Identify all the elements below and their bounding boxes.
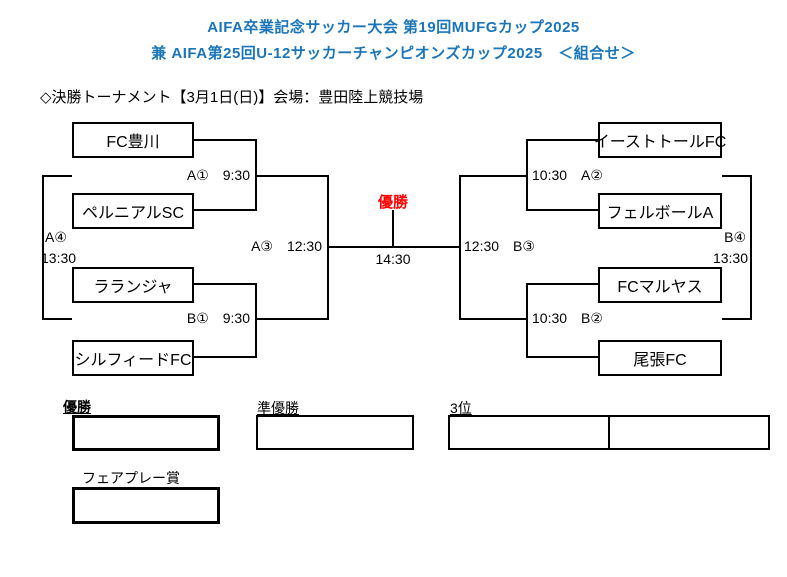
runner-up-label: 準優勝	[257, 400, 299, 416]
bracket-line	[526, 283, 598, 285]
bracket-line	[459, 175, 528, 177]
bracket-line	[42, 175, 72, 177]
bracket-line	[42, 175, 44, 320]
bracket-line	[459, 175, 461, 320]
bracket-line	[255, 318, 329, 320]
match-label-a3: A③ 12:30	[251, 238, 322, 254]
bracket-line	[526, 283, 528, 358]
match-time-b4: 13:30	[712, 250, 748, 266]
final-time-label: 14:30	[375, 251, 411, 267]
bracket-line	[526, 139, 528, 211]
match-label-a4: A④	[45, 229, 67, 245]
bracket-line	[750, 175, 752, 320]
third-place-box	[448, 415, 770, 450]
page-title-line2: 兼 AIFA第25回U-12サッカーチャンピオンズカップ2025 ＜組合せ＞	[151, 45, 636, 62]
match-label-a2: 10:30 A②	[532, 167, 603, 183]
bracket-line	[526, 139, 598, 141]
match-label-b1: B① 9:30	[186, 310, 250, 326]
team-box-owari-fc: 尾張FC	[598, 340, 722, 376]
bracket-line	[194, 139, 257, 141]
team-name: フェルボールA	[606, 205, 714, 222]
bracket-line	[459, 318, 528, 320]
third-place-cell-left	[450, 417, 609, 448]
fair-play-box	[72, 487, 220, 524]
bracket-subtitle: ◇決勝トーナメント【3月1日(日)】会場：豊田陸上競技場	[40, 89, 424, 106]
team-box-pernial-sc: ペルニアルSC	[72, 193, 194, 229]
winner-label: 優勝	[63, 399, 91, 415]
team-box-fervor-a: フェルボールA	[598, 193, 722, 229]
team-name: FCマルヤス	[617, 279, 703, 296]
match-time-a4: 13:30	[41, 250, 77, 266]
team-name: イーストトールFC	[593, 134, 727, 151]
team-name: シルフィードFC	[74, 352, 192, 369]
team-box-fc-maruyasu: FCマルヤス	[598, 267, 722, 303]
team-name: ペルニアルSC	[81, 205, 185, 222]
match-label-b2: 10:30 B②	[532, 310, 603, 326]
final-line	[327, 246, 461, 248]
team-box-easttoll-fc: イーストトールFC	[594, 122, 726, 158]
match-label-b3: 12:30 B③	[464, 238, 535, 254]
bracket-line	[526, 356, 598, 358]
winner-box	[72, 415, 220, 451]
bracket-line	[194, 209, 257, 211]
match-label-b4: B④	[724, 229, 746, 245]
team-box-sylphid-fc: シルフィードFC	[72, 340, 194, 376]
champion-label: 優勝	[377, 194, 408, 211]
runner-up-box	[256, 415, 414, 450]
bracket-line	[526, 209, 598, 211]
bracket-line	[722, 318, 752, 320]
bracket-line	[194, 356, 257, 358]
team-name: 尾張FC	[633, 352, 687, 369]
page-title-line1: AIFA卒業記念サッカー大会 第19回MUFGカップ2025	[207, 19, 580, 36]
fair-play-label: フェアプレー賞	[82, 470, 180, 486]
third-place-cell-right	[609, 417, 768, 448]
bracket-line	[255, 283, 257, 358]
bracket-line	[255, 175, 329, 177]
team-name: FC豊川	[106, 134, 160, 151]
bracket-line	[194, 283, 257, 285]
bracket-line	[42, 318, 72, 320]
team-box-fc-toyokawa: FC豊川	[72, 122, 194, 158]
third-place-label: 3位	[450, 400, 472, 416]
match-label-a1: A① 9:30	[186, 167, 250, 183]
bracket-line	[722, 175, 752, 177]
champion-line	[392, 210, 394, 248]
team-name: ラランジャ	[93, 279, 173, 296]
team-box-laranja: ラランジャ	[72, 267, 194, 303]
